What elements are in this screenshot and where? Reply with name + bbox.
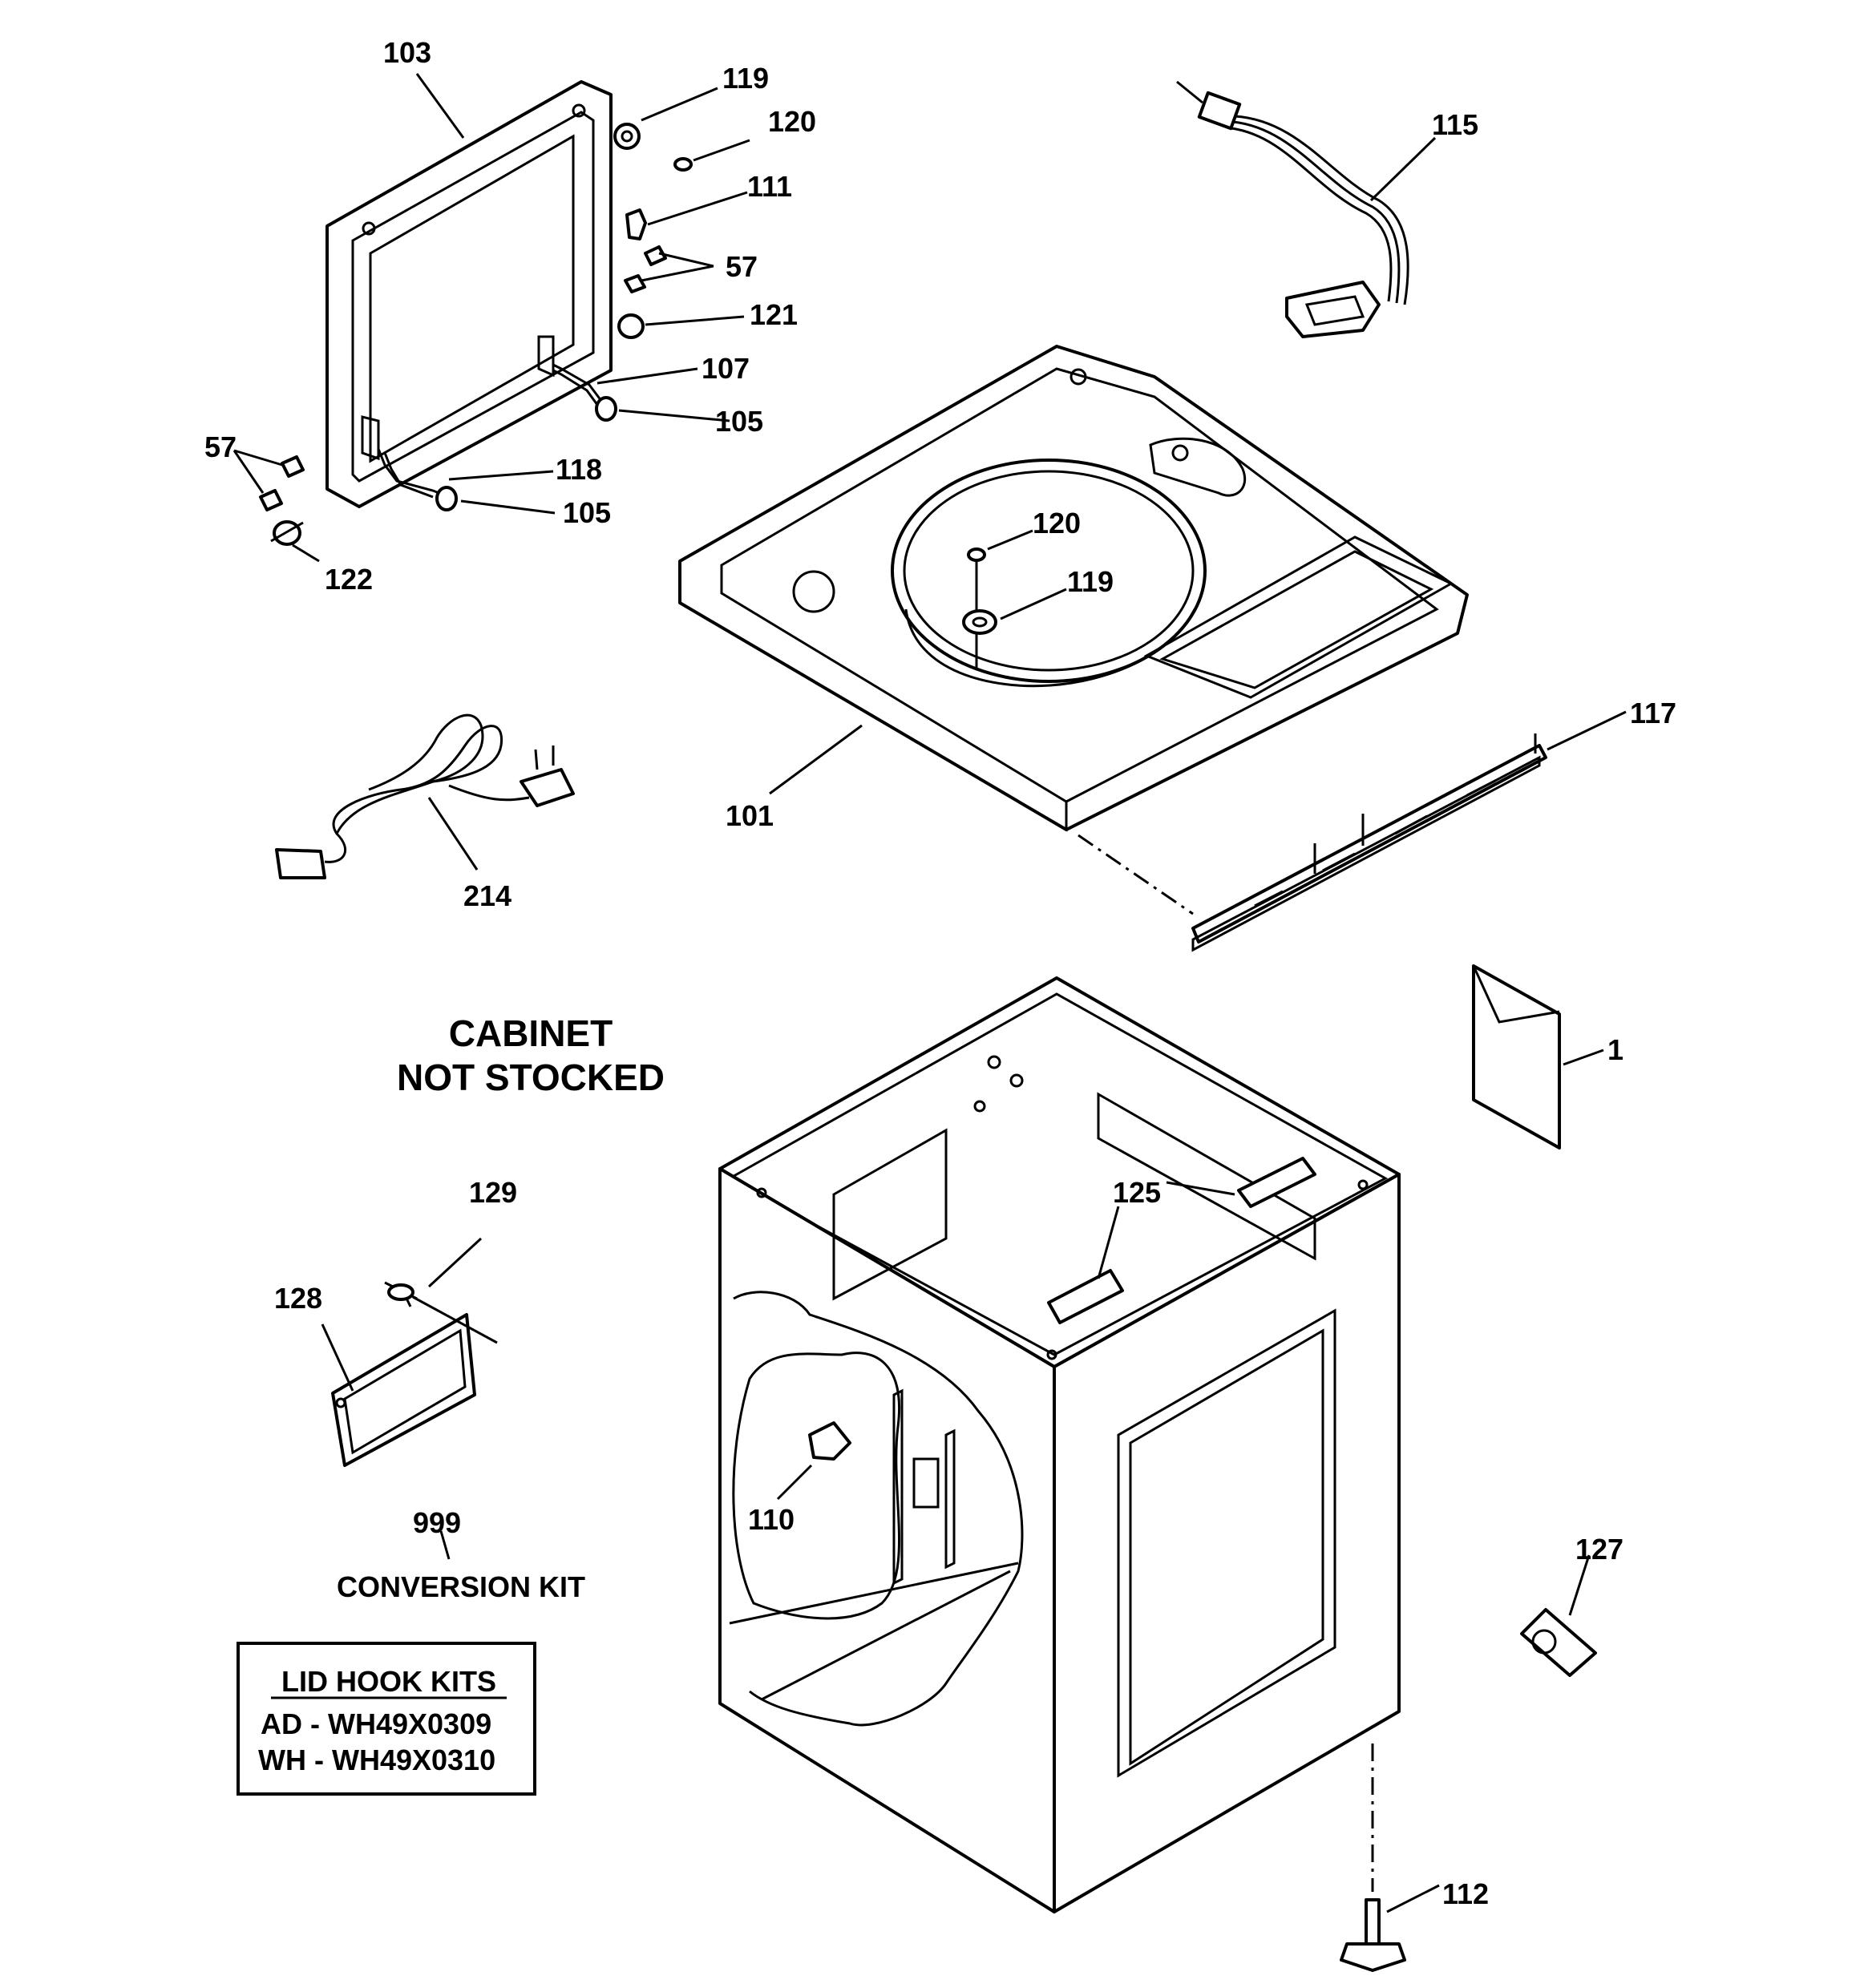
callout-214: 214: [463, 879, 512, 912]
lid-hook-kits-title: LID HOOK KITS: [281, 1665, 496, 1698]
lid-hinge-hardware: [259, 123, 693, 546]
callout-110: 110: [748, 1503, 795, 1536]
callout-1: 1: [1607, 1033, 1623, 1066]
callout-101: 101: [726, 799, 774, 832]
callout-121: 121: [750, 298, 798, 331]
harness-115: [1176, 80, 1409, 338]
bracket-127: [1520, 1608, 1597, 1677]
power-cord-214: [275, 713, 575, 879]
callout-103: 103: [383, 36, 431, 69]
top-cover-101: [678, 345, 1469, 832]
lid-103: [326, 80, 613, 508]
cabinet: [718, 976, 1401, 1913]
cabinet-note-line2: NOT STOCKED: [397, 1057, 665, 1098]
leg-112: [1340, 1744, 1406, 1972]
callout-57-left: 57: [204, 430, 237, 463]
callout-125: 125: [1113, 1176, 1161, 1209]
callout-labels: 103 119 120 111 57 121 107 105 57 118 10…: [204, 36, 1676, 1910]
callout-127: 127: [1575, 1533, 1623, 1566]
conversion-kit-128: [331, 1281, 498, 1467]
callout-118: 118: [556, 453, 602, 486]
callout-120-cover: 120: [1033, 507, 1081, 539]
callout-999: 999: [413, 1506, 461, 1539]
lid-hook-kit-wh: WH - WH49X0310: [258, 1744, 495, 1776]
rail-117: [1078, 733, 1547, 952]
leader-lines: [232, 73, 1627, 1913]
lid-hook-kits-box: LID HOOK KITS AD - WH49X0309 WH - WH49X0…: [237, 1642, 536, 1796]
callout-120: 120: [768, 105, 816, 138]
callout-119-cover: 119: [1067, 565, 1114, 598]
callout-115: 115: [1432, 108, 1478, 141]
cabinet-note-line1: CABINET: [449, 1012, 613, 1054]
callout-105-lower: 105: [563, 496, 611, 529]
callout-129: 129: [469, 1176, 517, 1209]
callout-111: 111: [747, 170, 792, 203]
callout-112: 112: [1442, 1877, 1489, 1910]
callout-119: 119: [722, 62, 769, 95]
callout-107: 107: [702, 352, 750, 385]
literature-1: [1472, 964, 1561, 1150]
callout-128: 128: [274, 1282, 322, 1315]
callout-122: 122: [325, 563, 373, 596]
callout-117: 117: [1630, 697, 1676, 729]
callout-57: 57: [726, 250, 758, 283]
conversion-kit-label: CONVERSION KIT: [337, 1570, 585, 1603]
callout-105: 105: [715, 405, 763, 438]
lid-hook-kit-ad: AD - WH49X0309: [261, 1707, 491, 1740]
